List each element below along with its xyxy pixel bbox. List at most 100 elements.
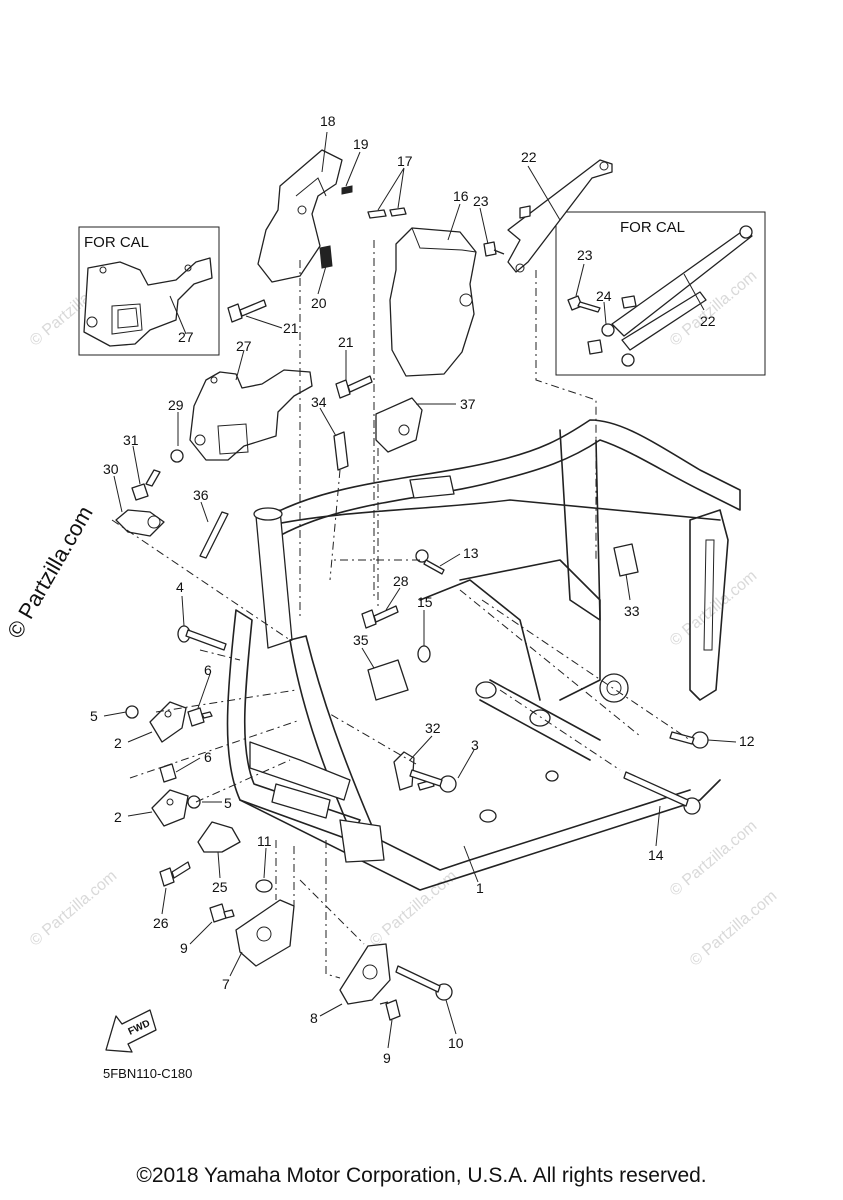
diagram-code: 5FBN110-C180 [103, 1066, 193, 1081]
grommet-29 [170, 449, 184, 463]
clip-34 [333, 431, 349, 471]
washer-11 [255, 879, 273, 893]
clip-19 [341, 185, 353, 195]
callout-1: 1 [476, 880, 484, 896]
callout-19: 19 [353, 136, 369, 152]
clamp-30 [115, 509, 165, 537]
stay-bracket-cal [611, 225, 753, 367]
bolt-23-cal [567, 295, 601, 313]
label-35 [367, 659, 409, 701]
callout-24: 24 [596, 288, 612, 304]
bracket-32 [393, 751, 435, 791]
callout-26: 26 [153, 915, 169, 931]
callout-8: 8 [310, 1010, 318, 1026]
for-cal-label-left: FOR CAL [84, 234, 149, 251]
bolt-4 [177, 625, 227, 651]
callout-labels: 18 19 17 16 23 22 22 23 24 20 21 21 27 2… [90, 113, 755, 1066]
callout-5-lower: 5 [224, 795, 232, 811]
callout-4: 4 [176, 579, 184, 595]
collar-24 [601, 323, 615, 337]
bolt-9-lower [379, 999, 401, 1021]
damper-17 [367, 207, 407, 219]
callout-15: 15 [417, 594, 433, 610]
callout-9-lower: 9 [383, 1050, 391, 1066]
copyright-notice: ©2018 Yamaha Motor Corporation, U.S.A. A… [136, 1164, 707, 1187]
callout-18: 18 [320, 113, 336, 129]
cover-16 [389, 227, 477, 377]
callout-13: 13 [463, 545, 479, 561]
plate-8 [339, 943, 391, 1005]
assembly-lines [111, 240, 691, 979]
callout-36: 36 [193, 487, 209, 503]
bolt-14 [623, 771, 701, 815]
engine-bracket-18 [257, 149, 343, 283]
bolt-26 [159, 861, 191, 887]
bolt-10 [395, 965, 453, 1001]
callout-21-lower: 21 [338, 334, 354, 350]
callout-22: 22 [521, 149, 537, 165]
callout-27-cal: 27 [178, 329, 194, 345]
callout-2-upper: 2 [114, 735, 122, 751]
callout-17: 17 [397, 153, 413, 169]
callout-22-cal: 22 [700, 313, 716, 329]
label-33 [613, 543, 639, 577]
bracket-2-upper [149, 701, 187, 743]
damper-20 [319, 245, 333, 269]
callout-31: 31 [123, 432, 139, 448]
callout-11: 11 [257, 833, 272, 849]
callout-33: 33 [624, 603, 640, 619]
frame-1 [226, 419, 741, 891]
for-cal-label-right: FOR CAL [620, 219, 685, 236]
callout-6-lower: 6 [204, 749, 212, 765]
callout-16: 16 [453, 188, 469, 204]
callout-14: 14 [648, 847, 664, 863]
callout-37: 37 [460, 396, 476, 412]
bracket-37 [375, 397, 423, 453]
for-cal-box-right [555, 211, 766, 376]
callout-34: 34 [311, 394, 327, 410]
bracket-2-lower [151, 789, 189, 827]
callout-23-cal: 23 [577, 247, 593, 263]
collar-15 [417, 645, 431, 663]
callout-29: 29 [168, 397, 184, 413]
callout-28: 28 [393, 573, 409, 589]
bolt-12 [669, 731, 709, 749]
fwd-arrow-icon: FWD [105, 1009, 157, 1053]
canister-bracket-cal [83, 257, 213, 347]
bolt-6-lower [159, 763, 177, 783]
callout-3: 3 [471, 737, 479, 753]
leader-lines [103, 131, 737, 1049]
callout-2-lower: 2 [114, 809, 122, 825]
for-cal-box-left [78, 226, 220, 356]
callout-9-upper: 9 [180, 940, 188, 956]
bolt-13 [415, 549, 445, 575]
bolt-31 [131, 469, 161, 501]
callout-6-upper: 6 [204, 662, 212, 678]
callout-27: 27 [236, 338, 252, 354]
callout-10: 10 [448, 1035, 464, 1051]
bolt-23 [483, 241, 505, 257]
plate-7 [235, 899, 295, 967]
bolt-6 [187, 707, 213, 727]
bracket-25 [197, 821, 241, 853]
callout-21-upper: 21 [283, 320, 299, 336]
callout-35: 35 [353, 632, 369, 648]
bolt-3 [409, 769, 457, 793]
canister-bracket-27 [189, 369, 313, 461]
bolt-21-upper [227, 299, 267, 323]
nut-24 [587, 339, 603, 355]
callout-12: 12 [739, 733, 755, 749]
callout-20: 20 [311, 295, 327, 311]
bolt-28 [361, 605, 399, 629]
callout-23: 23 [473, 193, 489, 209]
bolt-9-upper [209, 903, 235, 923]
stay-22 [507, 159, 613, 273]
callout-30: 30 [103, 461, 119, 477]
callout-7: 7 [222, 976, 230, 992]
washer-5-lower [187, 795, 201, 809]
callout-25: 25 [212, 879, 228, 895]
label-36 [199, 511, 229, 559]
washer-5 [125, 705, 139, 719]
